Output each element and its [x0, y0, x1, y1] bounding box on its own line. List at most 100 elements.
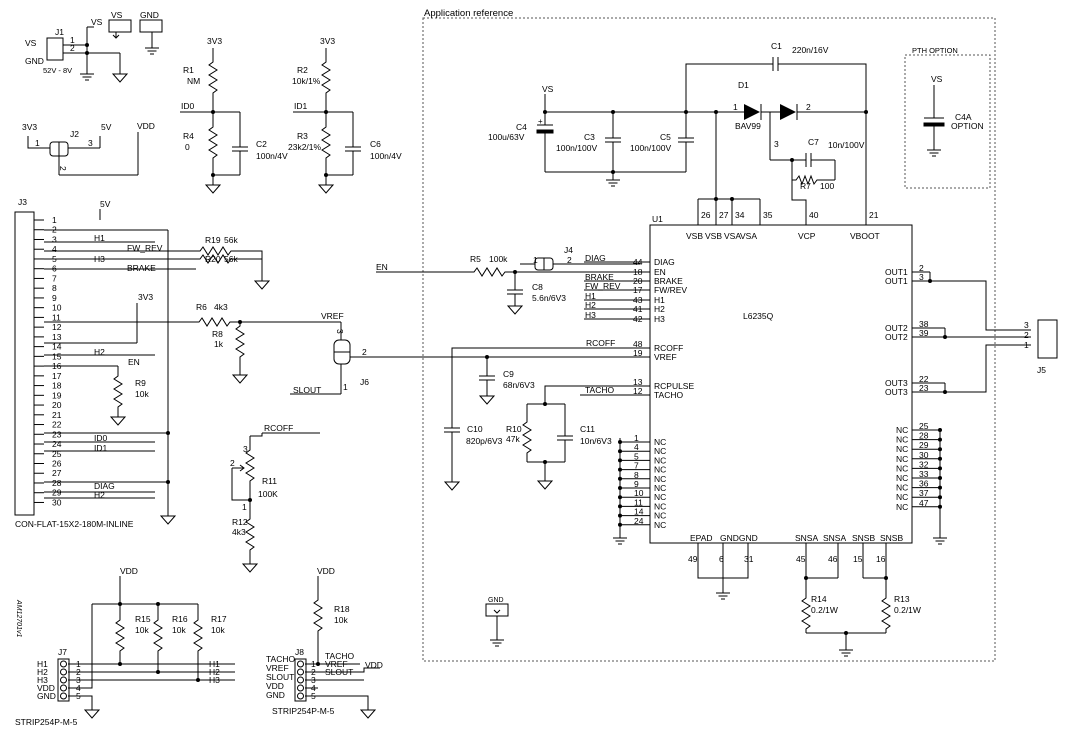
r12-ref: R12 — [232, 517, 248, 527]
j3-pin-number: 25 — [52, 449, 62, 459]
u1-out-pin-number: 22 — [919, 374, 929, 384]
j3-net-fwrev: FW_REV — [127, 243, 163, 253]
j6-pin2: 2 — [362, 347, 367, 357]
u1-top-pin-number: 21 — [869, 210, 879, 220]
u1-left-pin-name: BRAKE — [654, 276, 683, 286]
c6-value: 100n/4V — [370, 151, 402, 161]
c6-ref: C6 — [370, 139, 381, 149]
c7-ref: C7 — [808, 137, 819, 147]
u1-rp-pin-name: RCPULSE — [654, 381, 694, 391]
pth-title: PTH OPTION — [912, 46, 958, 55]
r10-ref: R10 — [506, 424, 522, 434]
u1-nc-right-number: 28 — [919, 431, 929, 441]
u1-out-pin-number: 39 — [919, 328, 929, 338]
j7-pin-number: 5 — [76, 691, 81, 701]
d1-value: BAV99 — [735, 121, 761, 131]
j2-left: 3V3 — [22, 122, 37, 132]
sense-wiring — [697, 553, 891, 657]
j3-pin-number: 18 — [52, 381, 62, 391]
j5-pin2: 2 — [1024, 330, 1029, 340]
c11-ref: C11 — [580, 424, 595, 434]
u1-nc-right-name: NC — [896, 425, 908, 435]
j3-pin-number: 15 — [52, 351, 62, 361]
j7-part: STRIP254P-M-5 — [15, 717, 78, 727]
r20-value: 56k — [224, 254, 238, 264]
j2-vdd: VDD — [137, 121, 155, 131]
c2-value: 100n/4V — [256, 151, 288, 161]
svg-text:+: + — [538, 117, 543, 126]
u1-nc-left-name: NC — [654, 437, 666, 447]
rc-networks — [443, 347, 640, 491]
j1-connector — [46, 19, 163, 83]
d1-pin3: 3 — [774, 139, 779, 149]
j3-pin-number: 23 — [52, 429, 62, 439]
u1-out-pin-number: 2 — [919, 263, 924, 273]
j3-pin-number: 20 — [52, 400, 62, 410]
j7-left-label: H3 — [37, 675, 48, 685]
nc-left-bus — [612, 438, 628, 545]
j3-net-h2: H2 — [94, 347, 105, 357]
j3-net-id0: ID0 — [94, 433, 108, 443]
u1-nc-right-name: NC — [896, 435, 908, 445]
r2-supply: 3V3 — [320, 36, 335, 46]
u1-nc-right-name: NC — [896, 454, 908, 464]
r11-ref: R11 — [262, 476, 277, 486]
u1-nc-left-number: 10 — [634, 488, 644, 498]
c3-value: 100n/100V — [556, 143, 597, 153]
j8-supply: VDD — [317, 566, 335, 576]
j8-net-label: VREF — [325, 659, 348, 669]
j7-pin-number: 4 — [76, 683, 81, 693]
r6-ref: R6 — [196, 302, 207, 312]
j2-right: 5V — [101, 122, 112, 132]
u1-left-net-label: FW_REV — [585, 281, 621, 291]
u1-nc-left-number: 11 — [634, 497, 643, 507]
r18-ref: R18 — [334, 604, 350, 614]
c10-ref: C10 — [467, 424, 483, 434]
u1-left-net-label: H1 — [585, 291, 596, 301]
j8-left-label: VDD — [266, 681, 284, 691]
j3-pin-number: 3 — [52, 234, 57, 244]
j3-pin-number: 8 — [52, 283, 57, 293]
u1-left-pin-name: H1 — [654, 295, 665, 305]
u1-rp-pin-number: 13 — [633, 377, 643, 387]
j3-net-brake: BRAKE — [127, 263, 156, 273]
j3-pin-number: 30 — [52, 497, 62, 507]
power-caps: + — [536, 94, 695, 187]
r6-value: 4k3 — [214, 302, 228, 312]
u1-nc-right-number: 25 — [919, 421, 929, 431]
outputs-wiring — [922, 271, 1031, 394]
j7-pullups — [57, 576, 235, 719]
u1-bottom-pin-number: 16 — [876, 554, 886, 564]
j7-pin-number: 2 — [76, 667, 81, 677]
u1-nc-right-name: NC — [896, 463, 908, 473]
u1-out-pin-number: 3 — [919, 272, 924, 282]
r2-ref: R2 — [297, 65, 308, 75]
u1-nc-left-number: 24 — [634, 516, 644, 526]
j3-part: CON-FLAT-15X2-180M-INLINE — [15, 519, 134, 529]
side-code: AM12701v1 — [15, 599, 22, 637]
u1-nc-right-number: 30 — [919, 450, 929, 460]
r11-pin1: 1 — [242, 502, 247, 512]
u1-rc-pin-number: 19 — [633, 348, 643, 358]
r19-ref: R19 — [205, 235, 221, 245]
j3-pin-number: 27 — [52, 468, 62, 478]
j1-gnd-left: GND — [25, 56, 44, 66]
u1-left-pin-name: EN — [654, 267, 666, 277]
j8-pin-number: 5 — [311, 691, 316, 701]
j3-pin-number: 21 — [52, 410, 62, 420]
u1-nc-left-name: NC — [654, 465, 666, 475]
r14-value: 0.2/1W — [811, 605, 838, 615]
u1-out-pin-number: 38 — [919, 319, 929, 329]
u1-top-pin-number: 40 — [809, 210, 819, 220]
u1-rc-pin-name: RCOFF — [654, 343, 683, 353]
j5-pin1: 1 — [1024, 340, 1029, 350]
u1-top-pin-name: VSA — [740, 231, 757, 241]
c4-ref: C4 — [516, 122, 527, 132]
r19-r20 — [195, 246, 270, 290]
j8-left-label: VREF — [266, 663, 289, 673]
u1-out-pin-name: OUT3 — [885, 387, 908, 397]
c7-value: 10n/100V — [828, 140, 865, 150]
r3-ref: R3 — [297, 131, 308, 141]
